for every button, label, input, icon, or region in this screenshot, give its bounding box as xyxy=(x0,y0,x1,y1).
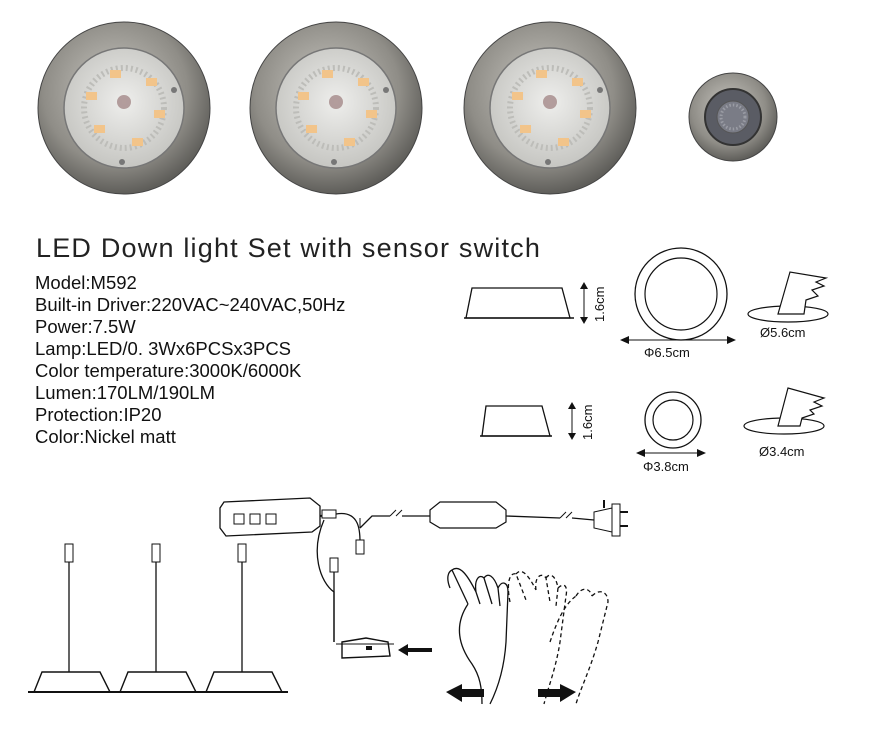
downlight-photo-2 xyxy=(249,21,423,195)
downlight-diameter-label: Φ6.5cm xyxy=(644,345,690,360)
downlight-side-view xyxy=(464,287,574,319)
downlight-top-view xyxy=(634,247,728,341)
sensor-cutout-view xyxy=(743,387,826,435)
spec-protection: ProtectionIP20 xyxy=(35,404,162,426)
sensor-top-view xyxy=(644,391,702,449)
sensor-side-view xyxy=(480,405,552,437)
spec-lumen: Lumen170LM/190LM xyxy=(35,382,215,404)
hand-wave-icon xyxy=(447,567,609,705)
product-title: LED Down light Set with sensor switch xyxy=(36,233,542,263)
downlight-height-arrow xyxy=(580,282,588,324)
spec-driver: Built-in Driver220VAC~240VAC,50Hz xyxy=(35,294,345,316)
spec-lamp: LampLED/0. 3Wx6PCSx3PCS xyxy=(35,338,291,360)
sensor-height-label: 1.6cm xyxy=(580,404,595,440)
downlight-photo-3 xyxy=(463,21,637,195)
arrow-left-icon xyxy=(446,684,484,702)
sensor-diameter-arrow xyxy=(636,449,706,457)
downlight-cutout-label: Ø5.6cm xyxy=(760,325,806,340)
plug-icon xyxy=(593,500,628,537)
downlight-icon-1 xyxy=(28,543,116,693)
downlight-icon-2 xyxy=(116,543,202,693)
sensor-diameter-label: Φ3.8cm xyxy=(643,459,689,474)
distribution-box-icon xyxy=(219,497,321,537)
downlight-icon-3 xyxy=(202,543,288,693)
sensor-cutout-label: Ø3.4cm xyxy=(759,444,805,459)
sensor-switch-photo xyxy=(688,72,778,162)
downlight-cutout-view xyxy=(747,271,829,323)
spec-color: ColorNickel matt xyxy=(35,426,176,448)
wiring-diagram xyxy=(28,497,628,705)
sensor-switch-icon xyxy=(329,557,394,659)
downlight-photo-1 xyxy=(37,21,211,195)
spec-power: Power7.5W xyxy=(35,316,136,338)
downlight-diameter-arrow xyxy=(620,336,736,344)
spec-color-temperature: Color temperature3000K/6000K xyxy=(35,360,301,382)
spec-model: ModelM592 xyxy=(35,272,137,294)
driver-icon xyxy=(429,501,507,529)
arrow-right-icon xyxy=(538,684,576,702)
sensor-height-arrow xyxy=(568,402,576,440)
downlight-height-label: 1.6cm xyxy=(592,286,607,322)
